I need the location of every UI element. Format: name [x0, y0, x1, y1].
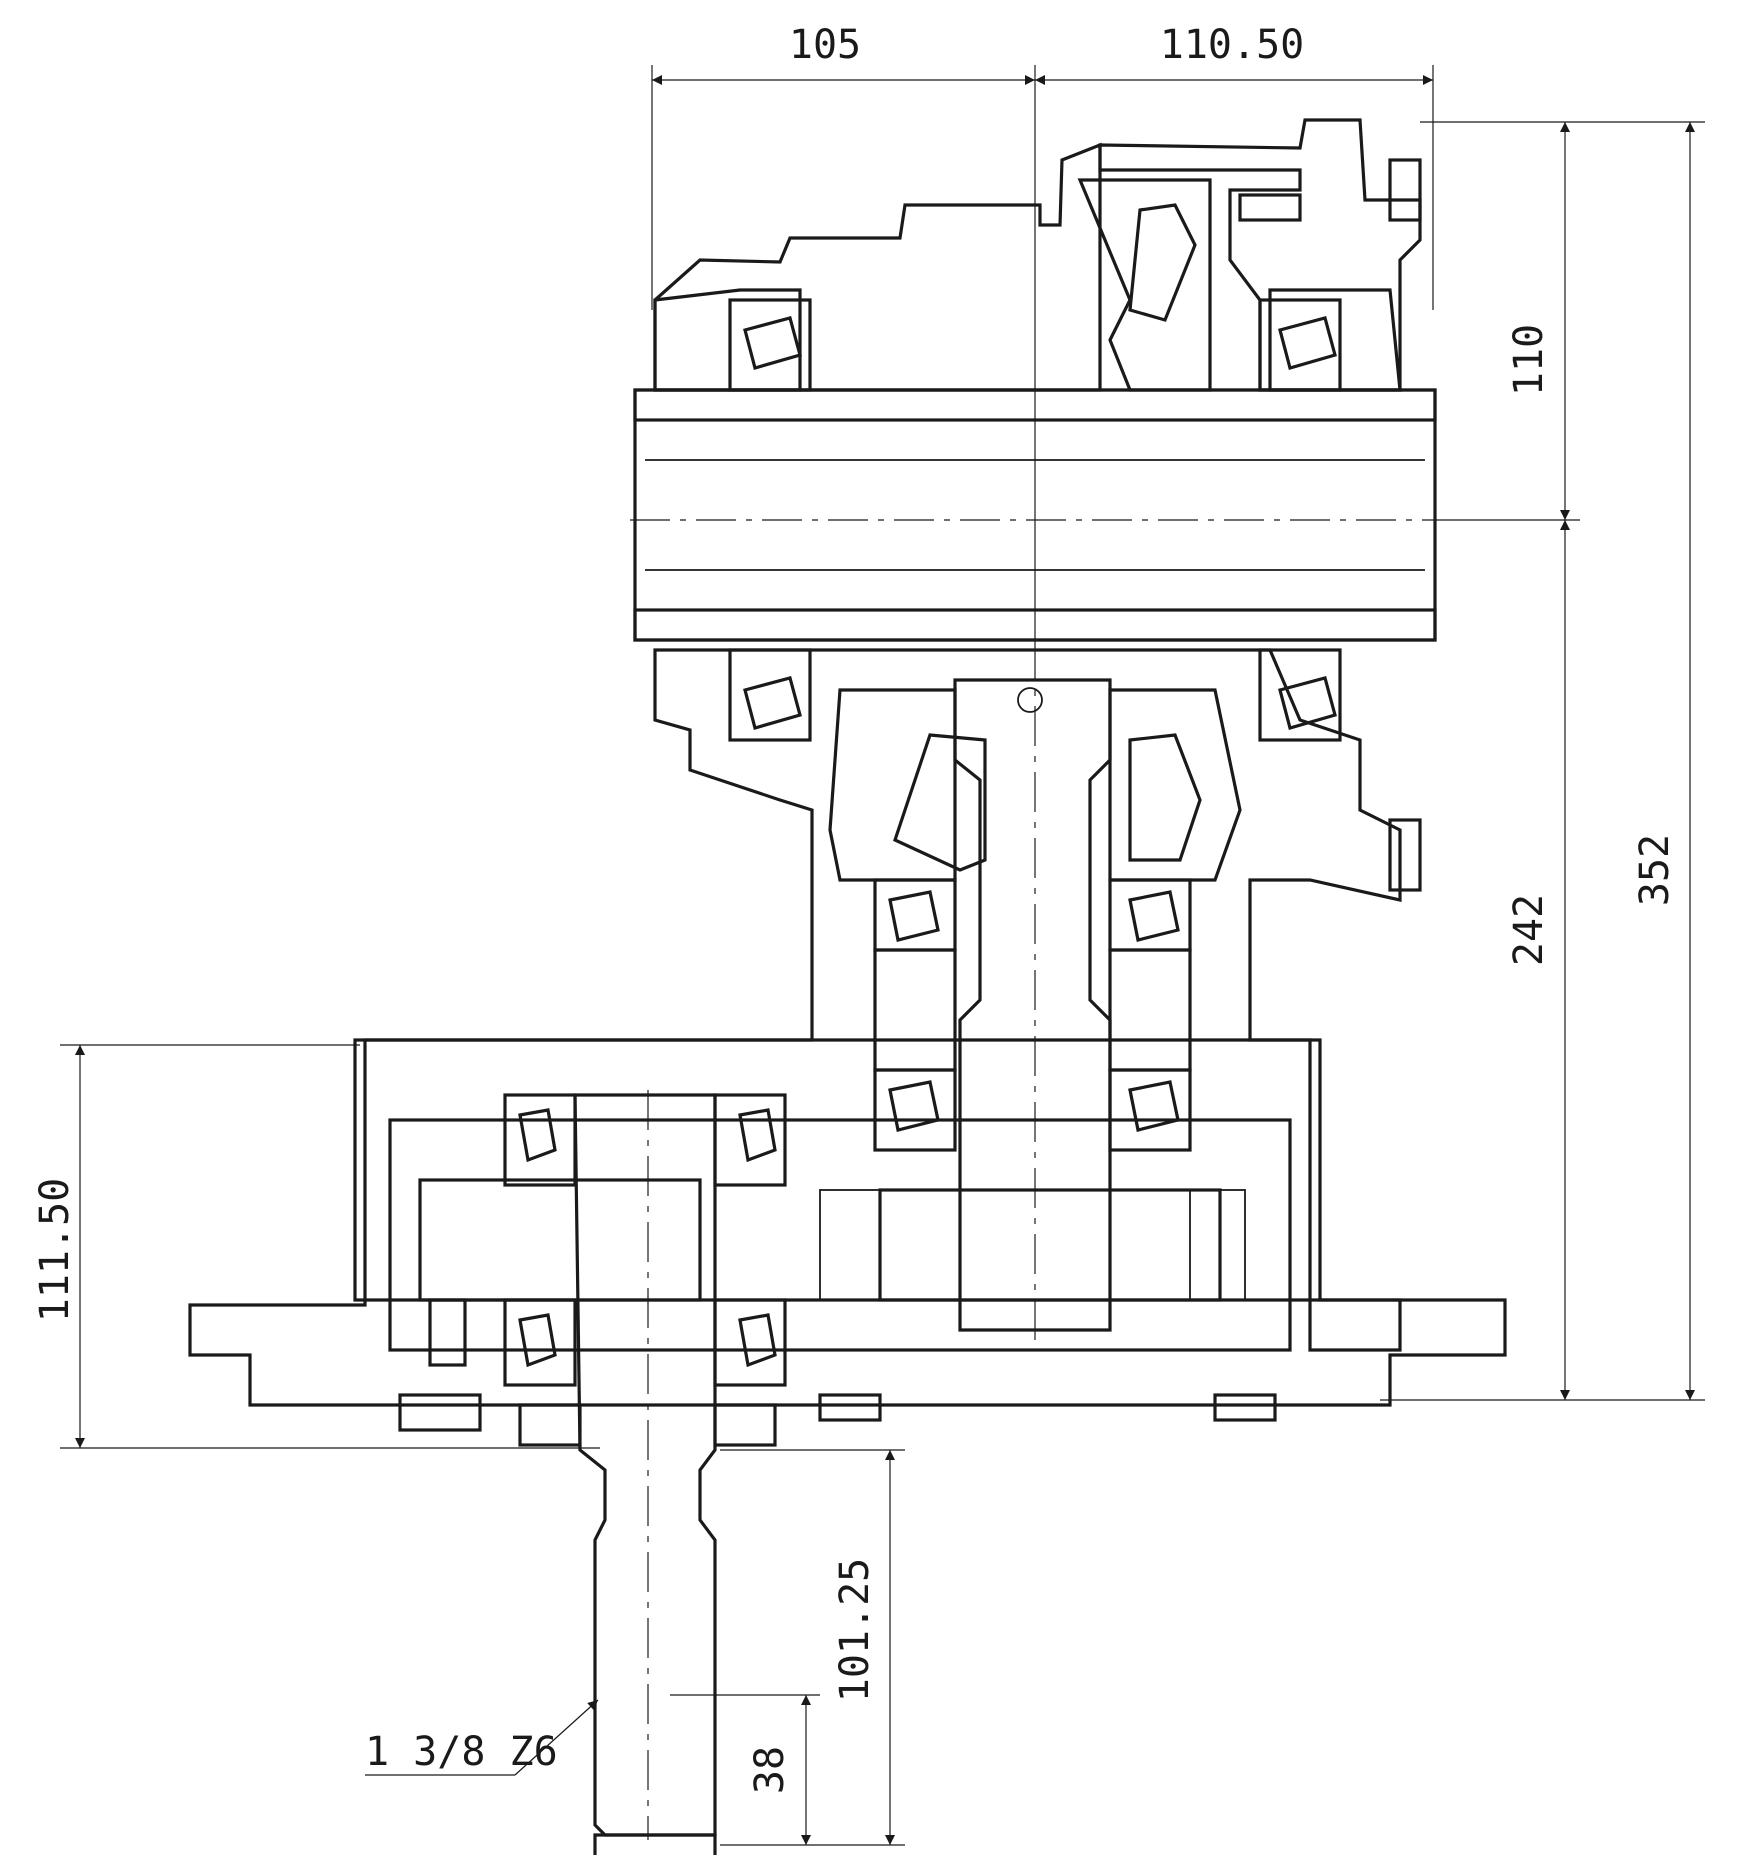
- pinion-bearings: [873, 878, 1192, 1152]
- dim-38: 38: [747, 1746, 793, 1794]
- bevel-gear-top: [1077, 178, 1302, 392]
- lower-housing: [188, 158, 1507, 1432]
- dimension-lines: [60, 65, 1705, 1846]
- upper-left-bearing: [728, 298, 812, 742]
- dim-111-50: 111.50: [32, 1178, 78, 1323]
- output-shaft: [503, 1090, 787, 1855]
- dim-242: 242: [1506, 894, 1552, 966]
- dim-110: 110: [1506, 324, 1552, 396]
- spline-callout: 1 3/8 Z6: [365, 1729, 558, 1775]
- dim-352: 352: [1632, 834, 1678, 906]
- upper-right-bearing: [1258, 298, 1342, 742]
- dim-110-50: 110.50: [1160, 22, 1305, 68]
- dimension-labels: 105 110.50 110 242 352 111.50 101.25 38 …: [32, 22, 1678, 1794]
- dim-101-25: 101.25: [832, 1558, 878, 1703]
- dim-105: 105: [789, 22, 861, 68]
- pinion-shaft: [828, 640, 1242, 1340]
